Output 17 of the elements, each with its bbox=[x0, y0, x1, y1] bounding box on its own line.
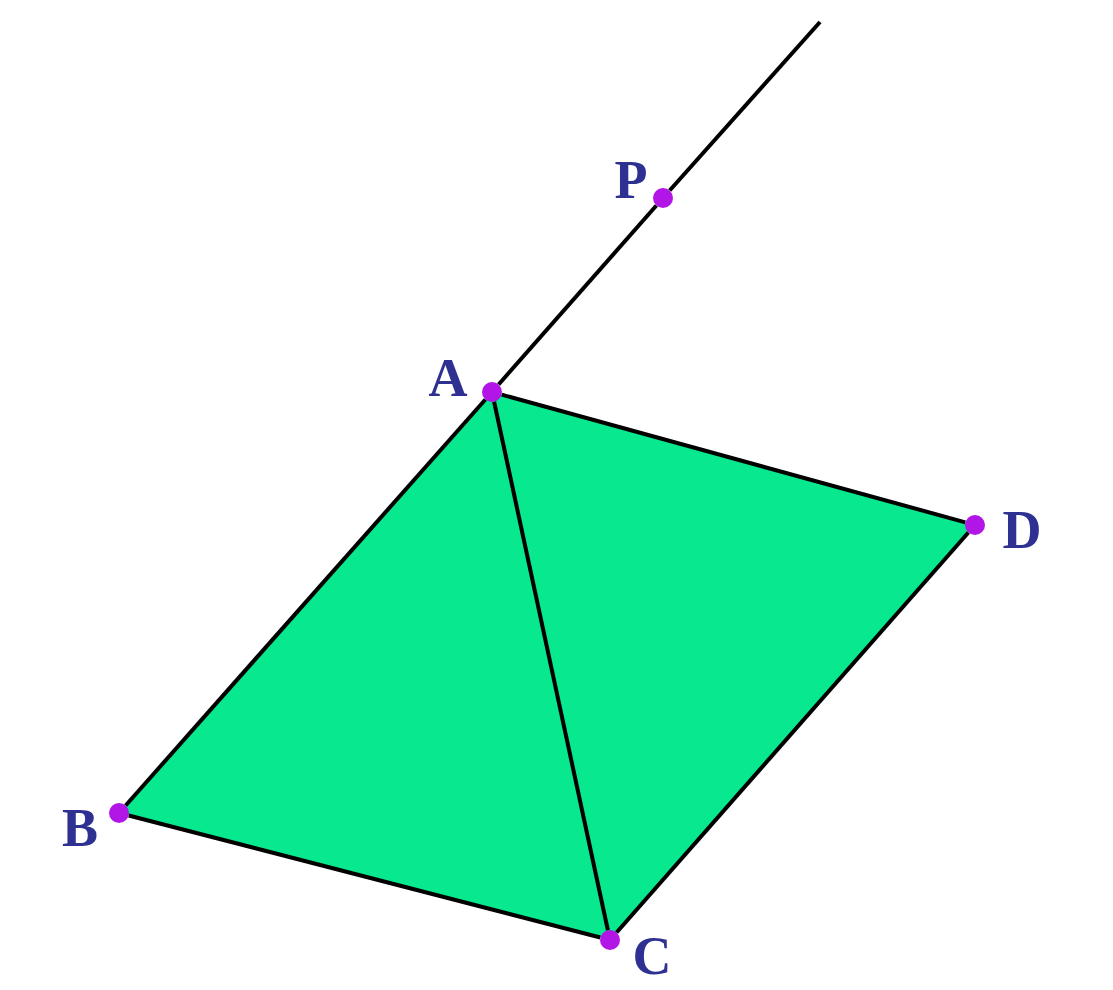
point-dot bbox=[600, 930, 620, 950]
point-dot bbox=[965, 515, 985, 535]
line-segment bbox=[497, 204, 658, 386]
line-segment bbox=[492, 401, 610, 931]
point-dot bbox=[109, 803, 129, 823]
line-segment bbox=[615, 531, 970, 934]
point-label: B bbox=[62, 801, 98, 855]
line-segment bbox=[501, 392, 966, 525]
point-label: D bbox=[1002, 503, 1042, 557]
line-segment bbox=[124, 398, 487, 807]
line-segment bbox=[668, 20, 822, 192]
point-label: A bbox=[428, 351, 468, 405]
line-segment bbox=[128, 813, 601, 940]
point-label: P bbox=[614, 153, 648, 207]
point-dot bbox=[653, 188, 673, 208]
point-dot bbox=[482, 382, 502, 402]
point-label: C bbox=[632, 929, 672, 983]
